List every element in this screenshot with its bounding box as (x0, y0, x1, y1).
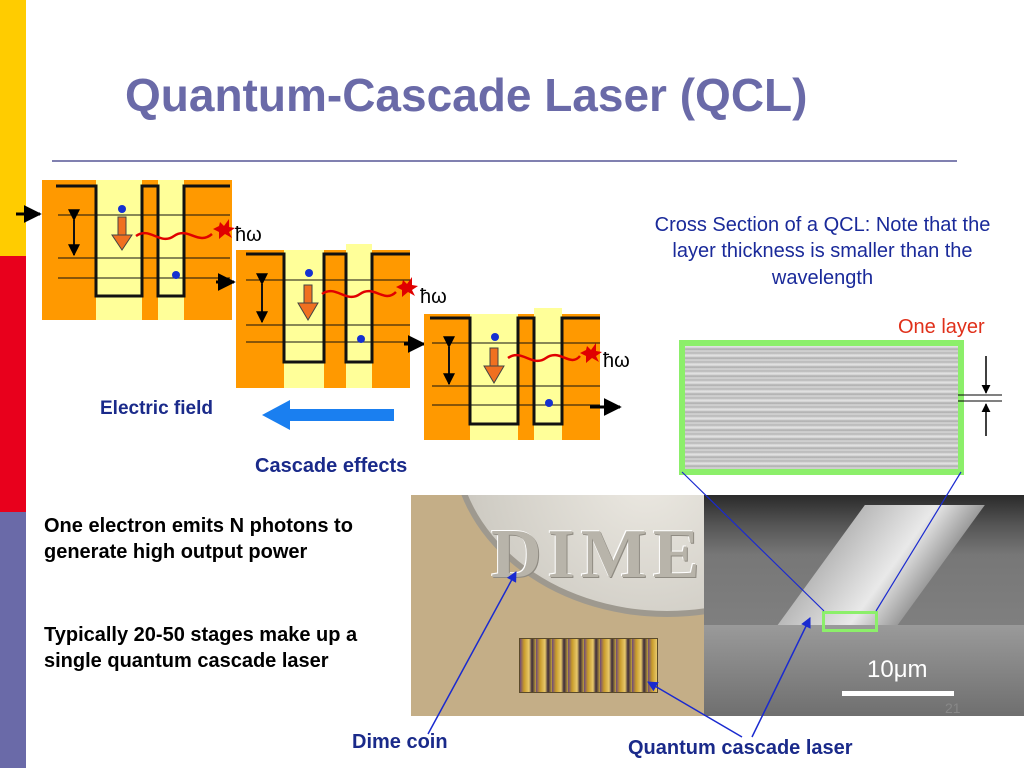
body-paragraph-2: Typically 20-50 stages make up a single … (44, 624, 358, 673)
cascade-effects-label: Cascade effects (255, 455, 408, 477)
qcl-chip (519, 638, 658, 693)
sem-photo (704, 495, 1024, 716)
title-divider (52, 160, 957, 162)
cross-section-frame (679, 340, 964, 475)
scale-label: 10μm (867, 656, 928, 683)
stage-1 (42, 180, 235, 320)
sem-highlight-box (822, 611, 878, 632)
coin-text: DIME (491, 516, 704, 593)
scale-bar (842, 691, 954, 696)
stage-2 (236, 244, 418, 388)
slide-title: Quantum-Cascade Laser (QCL) (125, 69, 808, 121)
one-layer-label: One layer (898, 316, 985, 338)
qcl-caption: Quantum cascade laser (628, 737, 853, 759)
electric-field-arrow (262, 400, 394, 430)
dime-photo: DIME (411, 495, 704, 716)
dime-coin-caption: Dime coin (352, 731, 448, 753)
stage-3 (424, 308, 602, 440)
page-number: 21 (945, 700, 961, 716)
cross-section-note: Cross Section of a QCL: Note that the la… (654, 214, 991, 289)
electric-field-label: Electric field (100, 398, 213, 419)
layer-thickness-marker (958, 356, 1002, 436)
body-paragraph-1: One electron emits N photons to generate… (44, 515, 353, 564)
side-bar-blue (0, 512, 26, 768)
photon-label-1: ħω (235, 224, 262, 246)
photon-label-3: ħω (603, 350, 630, 372)
side-bar-red (0, 256, 26, 512)
photon-label-2: ħω (420, 286, 447, 308)
sem-substrate (704, 625, 1024, 716)
cross-section-image (685, 346, 958, 469)
